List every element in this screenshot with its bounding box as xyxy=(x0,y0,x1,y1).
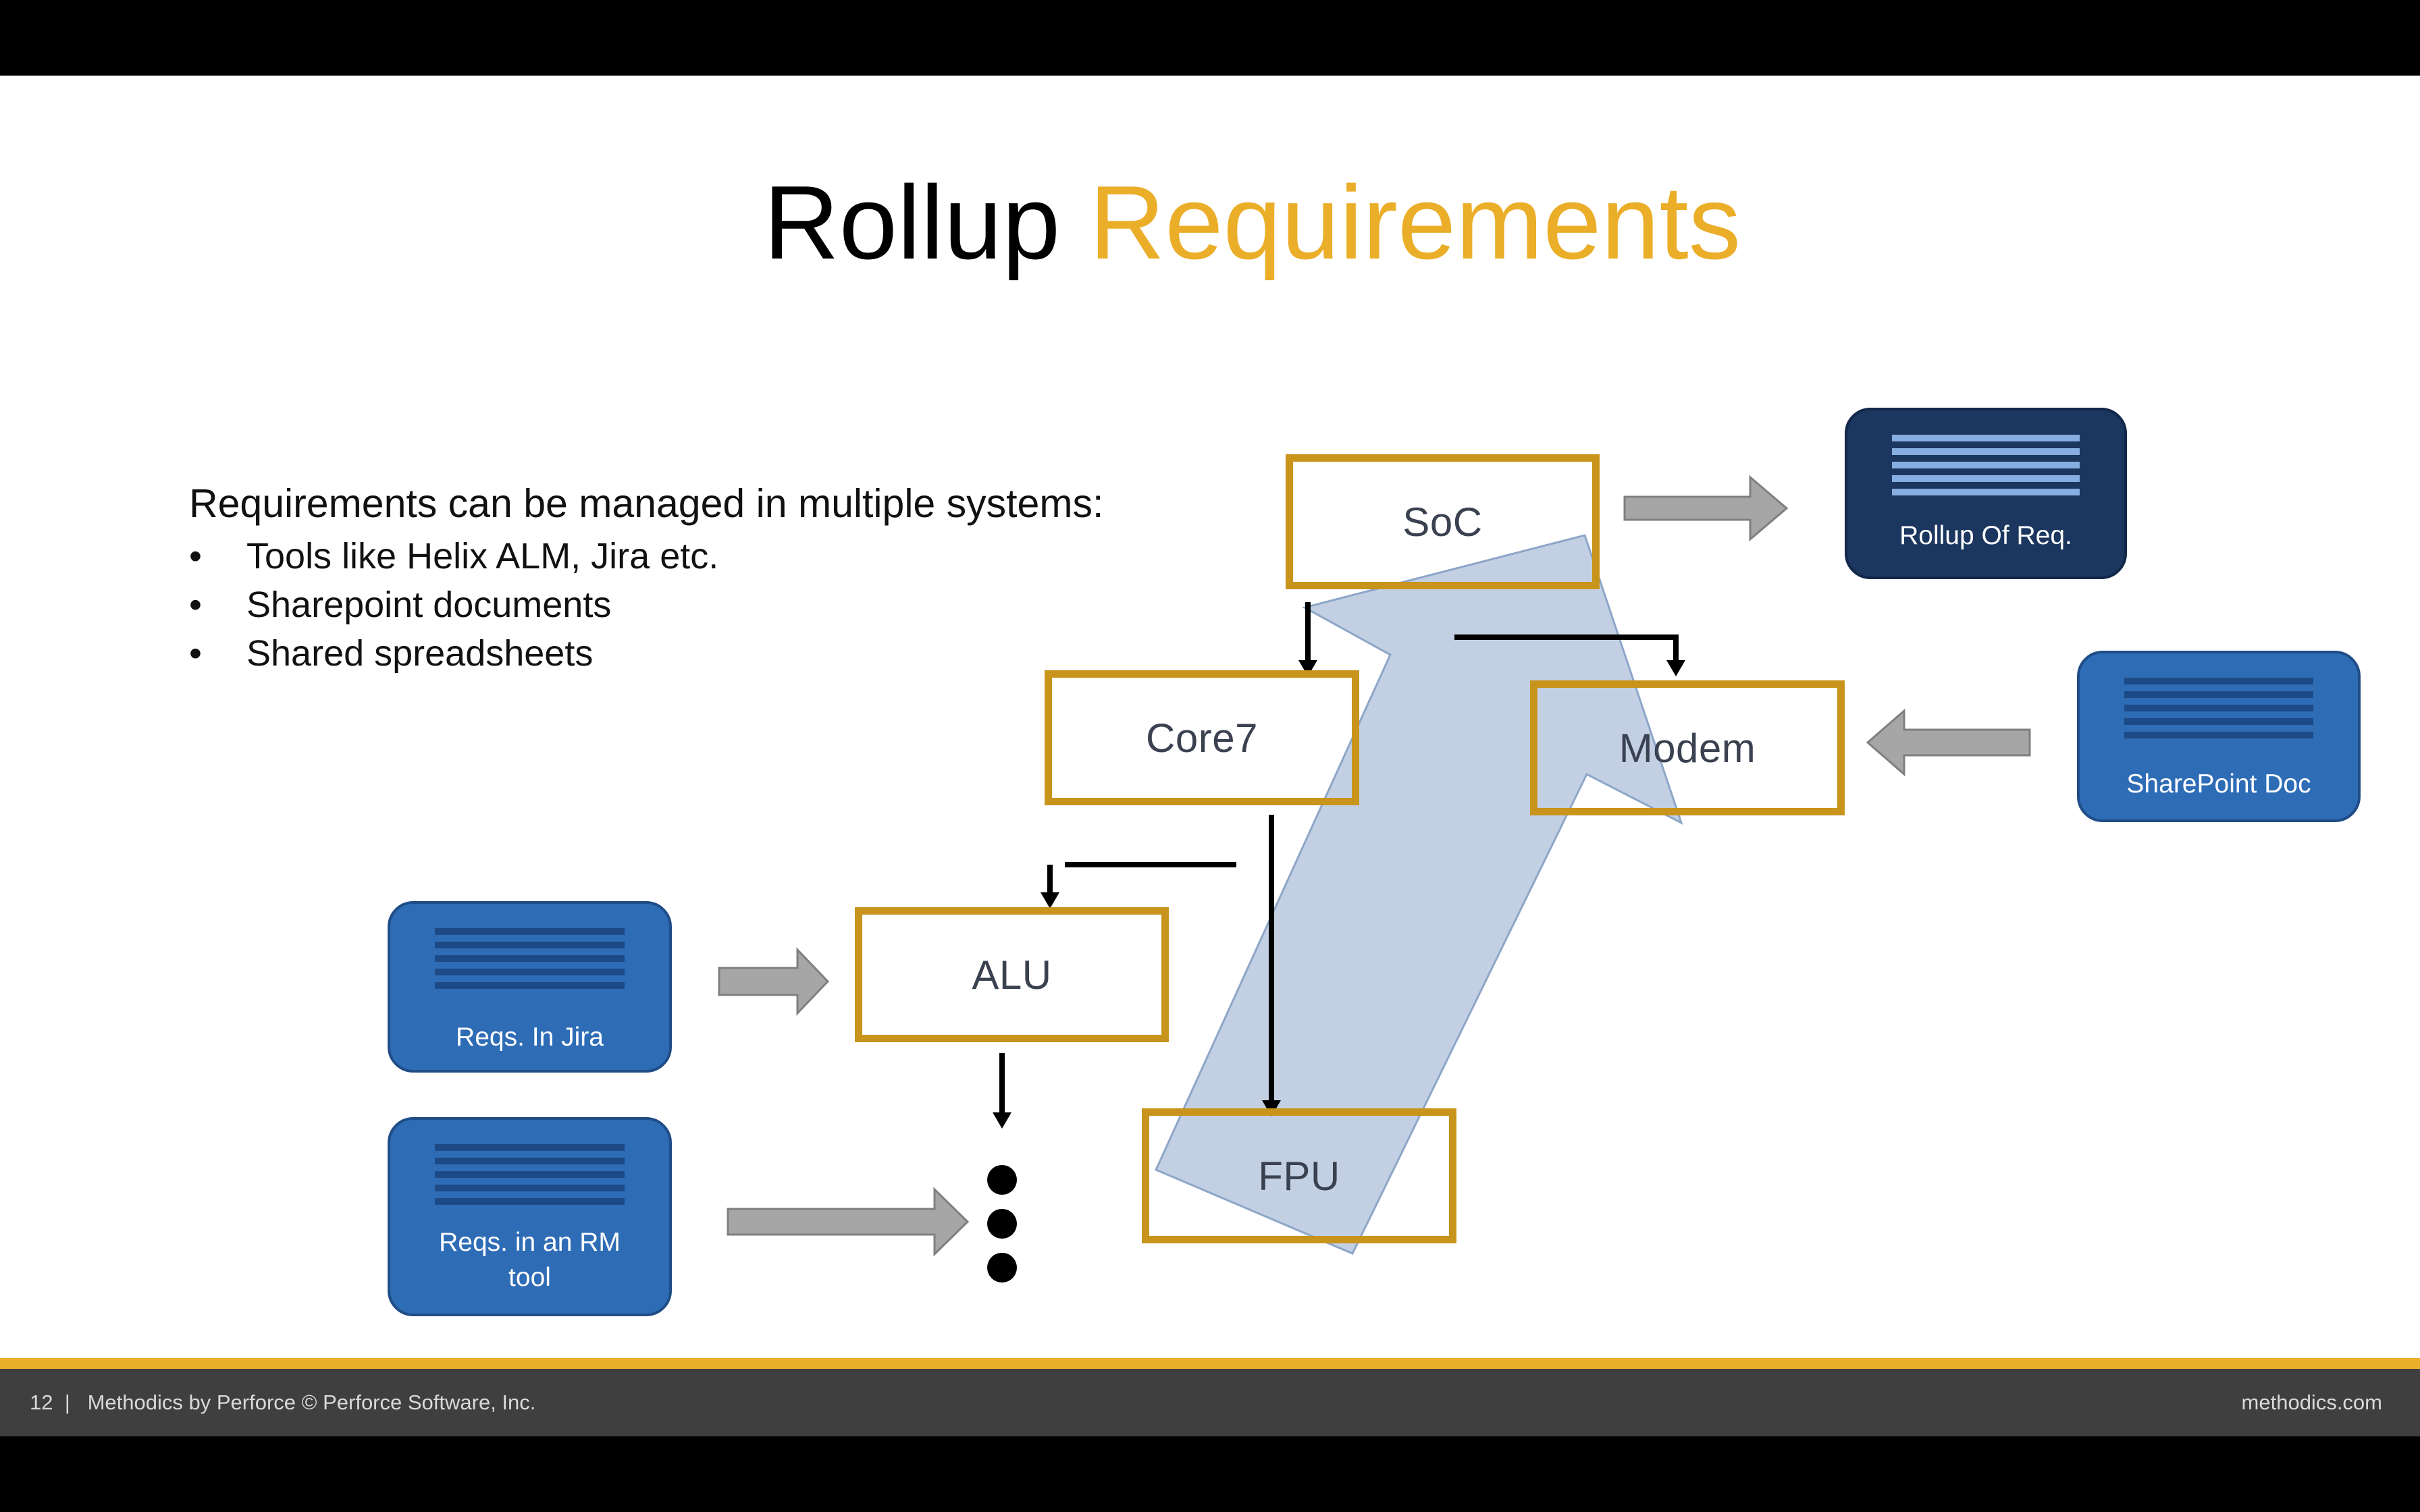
doc-lines-icon xyxy=(2124,678,2313,745)
footer-credit: Methodics by Perforce © Perforce Softwar… xyxy=(87,1390,536,1414)
arrow-rm-to-more xyxy=(727,1187,970,1257)
rollup-flow-arrow xyxy=(1154,534,1683,1255)
doc-label: SharePoint Doc xyxy=(2126,770,2311,799)
node-core7: Core7 xyxy=(1045,670,1359,805)
title-main: Rollup xyxy=(763,164,1061,281)
diagram-graphics xyxy=(718,475,2031,1282)
arrow-soc-to-rollup xyxy=(1623,475,1789,542)
node-modem: Modem xyxy=(1530,680,1845,815)
doc-label: Rollup Of Req. xyxy=(1899,521,2072,550)
doc-label: Reqs. In Jira xyxy=(456,1023,604,1052)
doc-rollup: Rollup Of Req. xyxy=(1845,408,2127,579)
arrowhead-icon xyxy=(1666,660,1685,676)
arrow-jira-to-alu xyxy=(718,947,830,1016)
doc-rm-tool: Reqs. in an RM tool xyxy=(388,1117,672,1316)
doc-lines-icon xyxy=(1892,435,2080,502)
doc-label: Reqs. in an RM tool xyxy=(439,1228,621,1292)
arrow-sharepoint-to-modem xyxy=(1866,708,2031,777)
intro-text: Requirements can be managed in multiple … xyxy=(189,481,1104,526)
bullet-item: Sharepoint documents xyxy=(189,580,718,629)
slide: Rollup Requirements Requirements can be … xyxy=(0,76,2420,1436)
ellipsis-dot xyxy=(987,1165,1017,1195)
bullet-item: Shared spreadsheets xyxy=(189,629,718,678)
arrowhead-icon xyxy=(993,1112,1011,1129)
page-number: 12 xyxy=(30,1390,53,1414)
doc-jira: Reqs. In Jira xyxy=(388,901,672,1073)
arrowhead-icon xyxy=(1041,892,1059,909)
bullet-list: Tools like Helix ALM, Jira etc. Sharepoi… xyxy=(189,532,718,678)
ellipsis-dot xyxy=(987,1209,1017,1239)
footer-site: methodics.com xyxy=(2241,1390,2382,1414)
arrowhead-icon xyxy=(1298,660,1317,676)
ellipsis-dot xyxy=(987,1253,1017,1282)
doc-lines-icon xyxy=(435,928,625,996)
footer-rule xyxy=(0,1358,2420,1369)
node-alu: ALU xyxy=(855,907,1169,1042)
bullet-item: Tools like Helix ALM, Jira etc. xyxy=(189,532,718,580)
footer-left: 12 | Methodics by Perforce © Perforce So… xyxy=(30,1390,536,1414)
node-soc: SoC xyxy=(1286,454,1600,589)
doc-sharepoint: SharePoint Doc xyxy=(2077,651,2361,822)
footer: 12 | Methodics by Perforce © Perforce So… xyxy=(0,1369,2420,1436)
doc-lines-icon xyxy=(435,1144,625,1212)
node-fpu: FPU xyxy=(1142,1108,1456,1243)
connector-soc-modem xyxy=(1454,634,1679,662)
title-accent: Requirements xyxy=(1089,164,1741,281)
slide-title: Rollup Requirements xyxy=(0,155,2420,290)
